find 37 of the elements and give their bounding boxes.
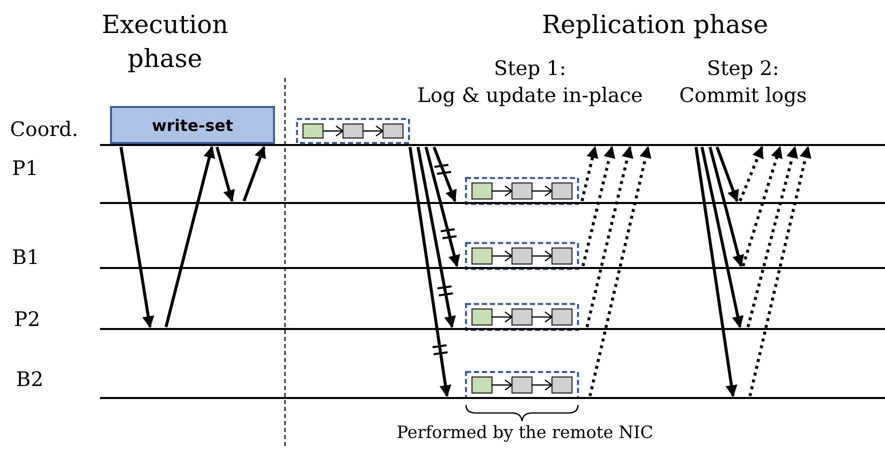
arrow: [582, 146, 616, 266]
arrow: [580, 146, 598, 202]
arrow: [588, 146, 652, 396]
step-heading: Step 2:: [706, 55, 780, 82]
arrow: [700, 146, 744, 328]
lifeline: [100, 144, 885, 146]
arrow: [432, 146, 457, 202]
step-description: Commit logs: [678, 82, 808, 109]
lifeline-label: Coord.: [10, 117, 78, 141]
arrow: [748, 146, 812, 396]
lifeline-label: B1: [12, 245, 40, 269]
step-heading: Step 1:: [492, 55, 568, 82]
write-set-box: write-set: [110, 106, 275, 144]
arrow: [164, 146, 216, 328]
lifeline-label: B2: [16, 367, 44, 391]
lifeline-label: P1: [12, 156, 38, 180]
arrow: [742, 146, 783, 266]
step-description: Log & update in-place: [416, 82, 644, 109]
arrow: [408, 146, 452, 398]
phase-heading: Replication phase: [540, 9, 770, 41]
arrow: [738, 146, 764, 202]
arrow: [424, 146, 460, 268]
brace-caption: Performed by the remote NIC: [396, 422, 654, 445]
arrow: [242, 146, 266, 202]
arrow: [586, 146, 634, 328]
phase-heading: Execution phase: [100, 9, 230, 75]
arrow: [708, 146, 744, 268]
arrow: [416, 146, 456, 328]
lifeline: [100, 328, 885, 330]
lifeline: [100, 397, 885, 399]
lifeline: [100, 202, 885, 204]
arrow: [746, 146, 798, 328]
arrow: [216, 146, 235, 202]
lifeline-label: P2: [14, 307, 40, 331]
lifeline: [100, 267, 885, 269]
arrow: [694, 146, 738, 398]
arrow: [716, 146, 739, 202]
